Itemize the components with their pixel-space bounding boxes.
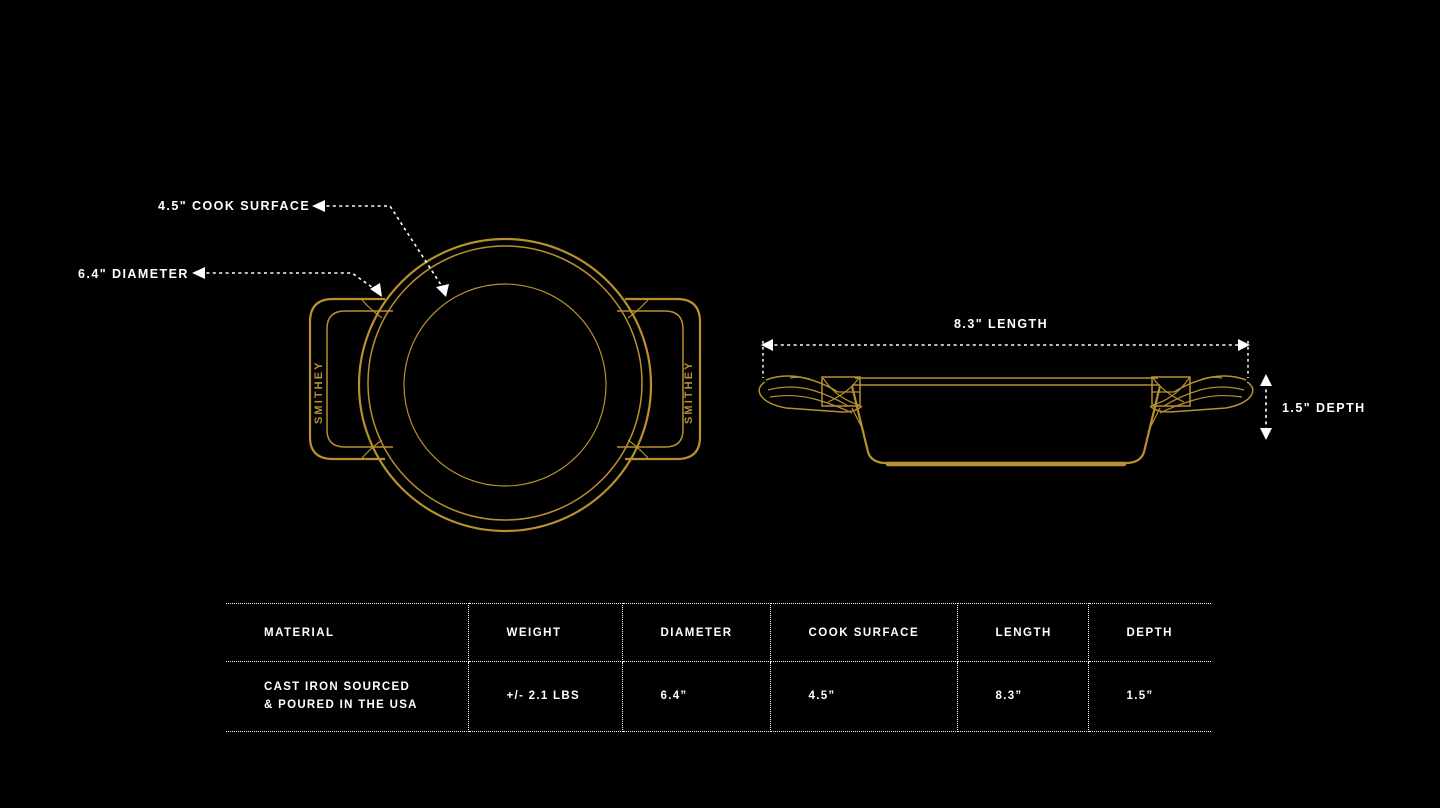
arrowhead-cook-surface-left [312, 200, 325, 212]
table-cell-depth: 1.5” [1088, 661, 1211, 732]
table-cell-material: CAST IRON SOURCED & POURED IN THE USA [226, 661, 469, 732]
pan-outer-rim [357, 237, 653, 533]
side-view-handle-right [1147, 375, 1254, 433]
arrowhead-diameter-target [370, 283, 382, 297]
table-row: CAST IRON SOURCED & POURED IN THE USA +/… [226, 661, 1211, 732]
pan-cook-surface-circle [403, 283, 607, 487]
callout-leader-cook-surface [312, 200, 449, 297]
callout-label-diameter: 6.4" DIAMETER [78, 267, 189, 281]
pan-inner-rim [367, 245, 643, 521]
side-view-pan [758, 375, 1254, 467]
table-header-depth: DEPTH [1088, 603, 1211, 662]
side-view-handle-left [758, 375, 865, 433]
table-header-weight: WEIGHT [468, 603, 623, 662]
table-header-cook-surface: COOK SURFACE [770, 603, 958, 662]
callout-label-depth: 1.5" DEPTH [1282, 401, 1366, 415]
top-view-handle-right: SMITHEY [617, 297, 702, 461]
arrowhead-cook-surface-target [436, 284, 449, 297]
dimension-length [761, 339, 1250, 378]
table-header-row: MATERIAL WEIGHT DIAMETER COOK SURFACE LE… [226, 603, 1211, 662]
table-cell-length: 8.3” [957, 661, 1089, 732]
table-header-diameter: DIAMETER [622, 603, 771, 662]
side-pan-body [850, 385, 1162, 465]
arrowhead-depth-bottom [1260, 428, 1272, 440]
top-view-pan: SMITHEY SMITHEY [308, 237, 702, 533]
arrowhead-length-right [1238, 339, 1250, 351]
table-header-length: LENGTH [957, 603, 1089, 662]
handle-brand-right: SMITHEY [683, 360, 695, 424]
handle-brand-left: SMITHEY [313, 360, 325, 424]
table-cell-cook-surface: 4.5” [770, 661, 958, 732]
table-cell-diameter: 6.4” [622, 661, 771, 732]
dimension-depth [1260, 374, 1272, 440]
callout-label-length: 8.3" LENGTH [954, 317, 1049, 331]
arrowhead-depth-top [1260, 374, 1272, 386]
table-header-material: MATERIAL [226, 603, 469, 662]
callout-leader-diameter [192, 267, 382, 297]
arrowhead-length-left [761, 339, 773, 351]
table-cell-weight: +/- 2.1 LBS [468, 661, 623, 732]
top-view-handle-left: SMITHEY [308, 297, 393, 461]
callout-label-cook-surface: 4.5" COOK SURFACE [158, 199, 311, 213]
arrowhead-diameter-left [192, 267, 205, 279]
spec-table: MATERIAL WEIGHT DIAMETER COOK SURFACE LE… [226, 603, 1211, 732]
